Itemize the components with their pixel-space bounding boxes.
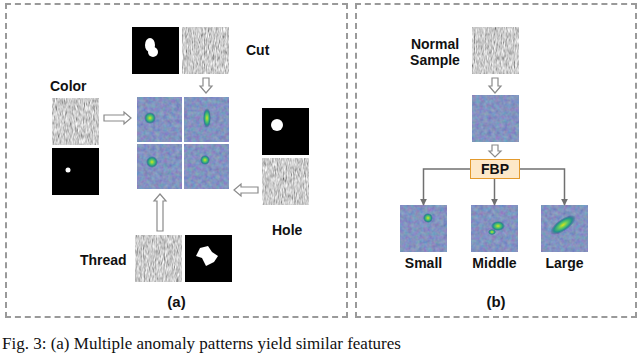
panel-label: (a) xyxy=(167,294,185,310)
process-box: FBP xyxy=(470,159,520,179)
dashed-panel: (b) FBP SmallMiddleLarge xyxy=(355,3,637,318)
part-label: Cut xyxy=(246,42,269,58)
heatmap-node: Small xyxy=(389,205,459,271)
node-text: Middle xyxy=(460,255,530,271)
heatmap-node: Middle xyxy=(460,205,530,271)
node-text: Small xyxy=(389,255,459,271)
feature-heatmap-grid xyxy=(137,97,229,189)
dashed-panel: (a) xyxy=(5,3,348,318)
connector-arrow xyxy=(424,169,471,205)
connector-arrow xyxy=(494,179,496,205)
part-label: Normal Sample xyxy=(404,36,466,68)
connector-arrow xyxy=(520,169,565,205)
thread-sample xyxy=(135,235,232,282)
fbp-heatmaps xyxy=(400,205,588,252)
cut-sample xyxy=(132,27,229,74)
heatmap-node: Large xyxy=(530,205,600,271)
color-sample xyxy=(52,98,99,195)
figure-caption: Fig. 3: (a) Multiple anomaly patterns yi… xyxy=(2,334,401,354)
panel-label: (b) xyxy=(486,294,505,310)
part-label: Color xyxy=(50,78,87,94)
node-text: Large xyxy=(530,255,600,271)
part-label: Hole xyxy=(272,222,302,238)
part-label: Thread xyxy=(80,252,127,268)
hole-sample xyxy=(262,108,309,205)
normal-sample xyxy=(472,27,519,142)
node-text: FBP xyxy=(481,161,509,177)
